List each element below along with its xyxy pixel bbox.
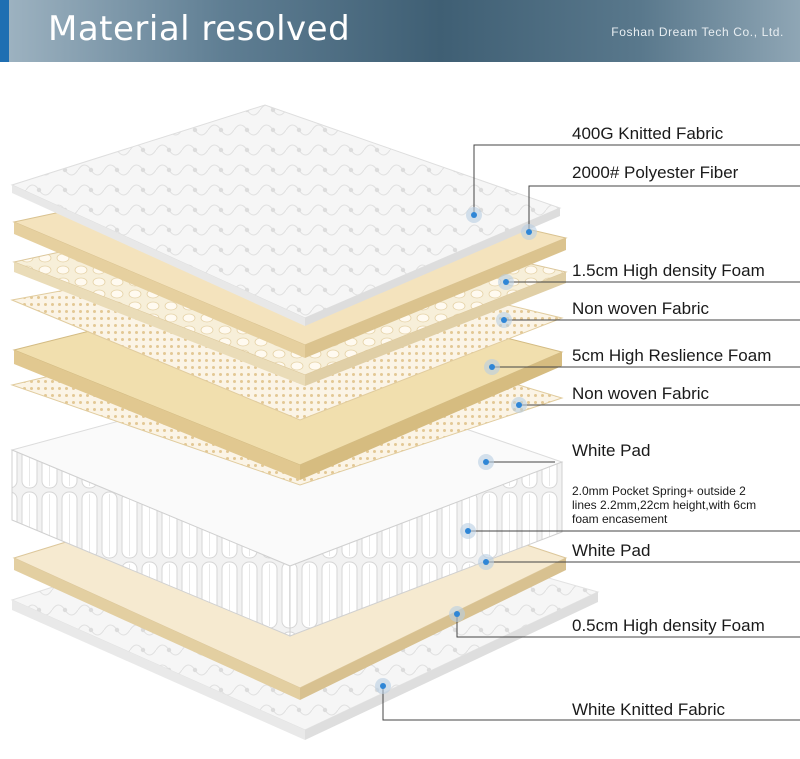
layer-knitted-fabric-top (10, 104, 562, 326)
leader-line-2 (528, 185, 800, 232)
mattress-layers-diagram (10, 104, 800, 740)
layer-label-7: White Pad (572, 441, 651, 460)
layer-label-3: 1.5cm High density Foam (572, 261, 765, 280)
layer-label-1: 400G Knitted Fabric (572, 124, 724, 143)
marker-dots (375, 207, 537, 694)
header-accent-bar (0, 0, 9, 62)
leader-line-1 (473, 144, 800, 215)
page-title: Material resolved (48, 9, 351, 49)
header-banner: Material resolved Foshan Dream Tech Co.,… (0, 0, 800, 62)
layer-label-8: 2.0mm Pocket Spring+ outside 2 lines 2.2… (572, 484, 757, 526)
layer-label-11: White Knitted Fabric (572, 700, 726, 719)
layer-label-6: Non woven Fabric (572, 384, 710, 403)
leader-lines (382, 144, 800, 721)
layer-label-5: 5cm High Reslience Foam (572, 346, 772, 365)
layer-label-9: White Pad (572, 541, 651, 560)
company-name: Foshan Dream Tech Co., Ltd. (611, 25, 784, 39)
layer-label-10: 0.5cm High density Foam (572, 616, 765, 635)
layer-label-4: Non woven Fabric (572, 299, 710, 318)
layer-label-2: 2000# Polyester Fiber (572, 163, 739, 182)
leader-line-11 (382, 686, 800, 721)
